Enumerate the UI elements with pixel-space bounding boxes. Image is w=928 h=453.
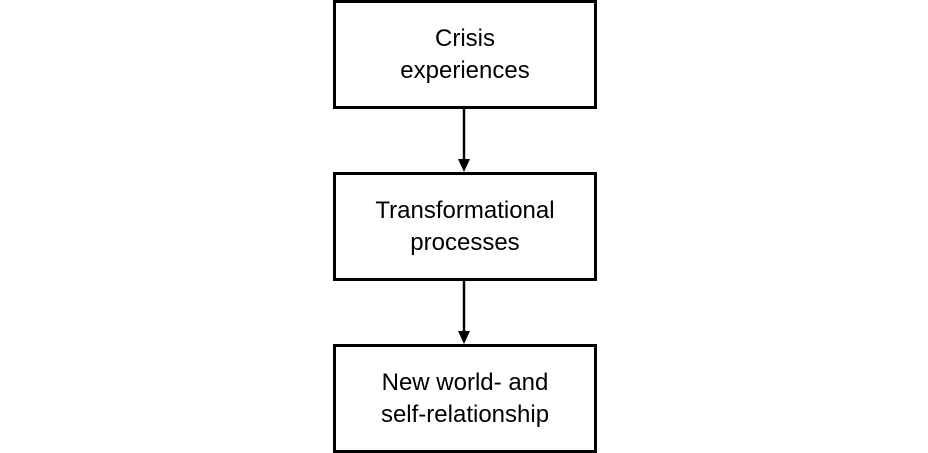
node-transformational-processes: Transformational processes (333, 172, 597, 281)
arrow-transformational-to-new-relationship (458, 280, 470, 344)
node-crisis-experiences: Crisis experiences (333, 0, 597, 109)
arrow-crisis-to-transformational (458, 108, 470, 172)
node-label-line: self-relationship (380, 400, 550, 428)
node-label-line: New world- and (381, 368, 549, 396)
node-label-line: processes (410, 228, 520, 256)
node-label-line: Crisis (435, 24, 495, 52)
node-label-line: Transformational (375, 196, 555, 224)
node-new-world-and-self-relationship: New world- and self-relationship (333, 344, 597, 453)
node-label-line: experiences (400, 56, 530, 84)
